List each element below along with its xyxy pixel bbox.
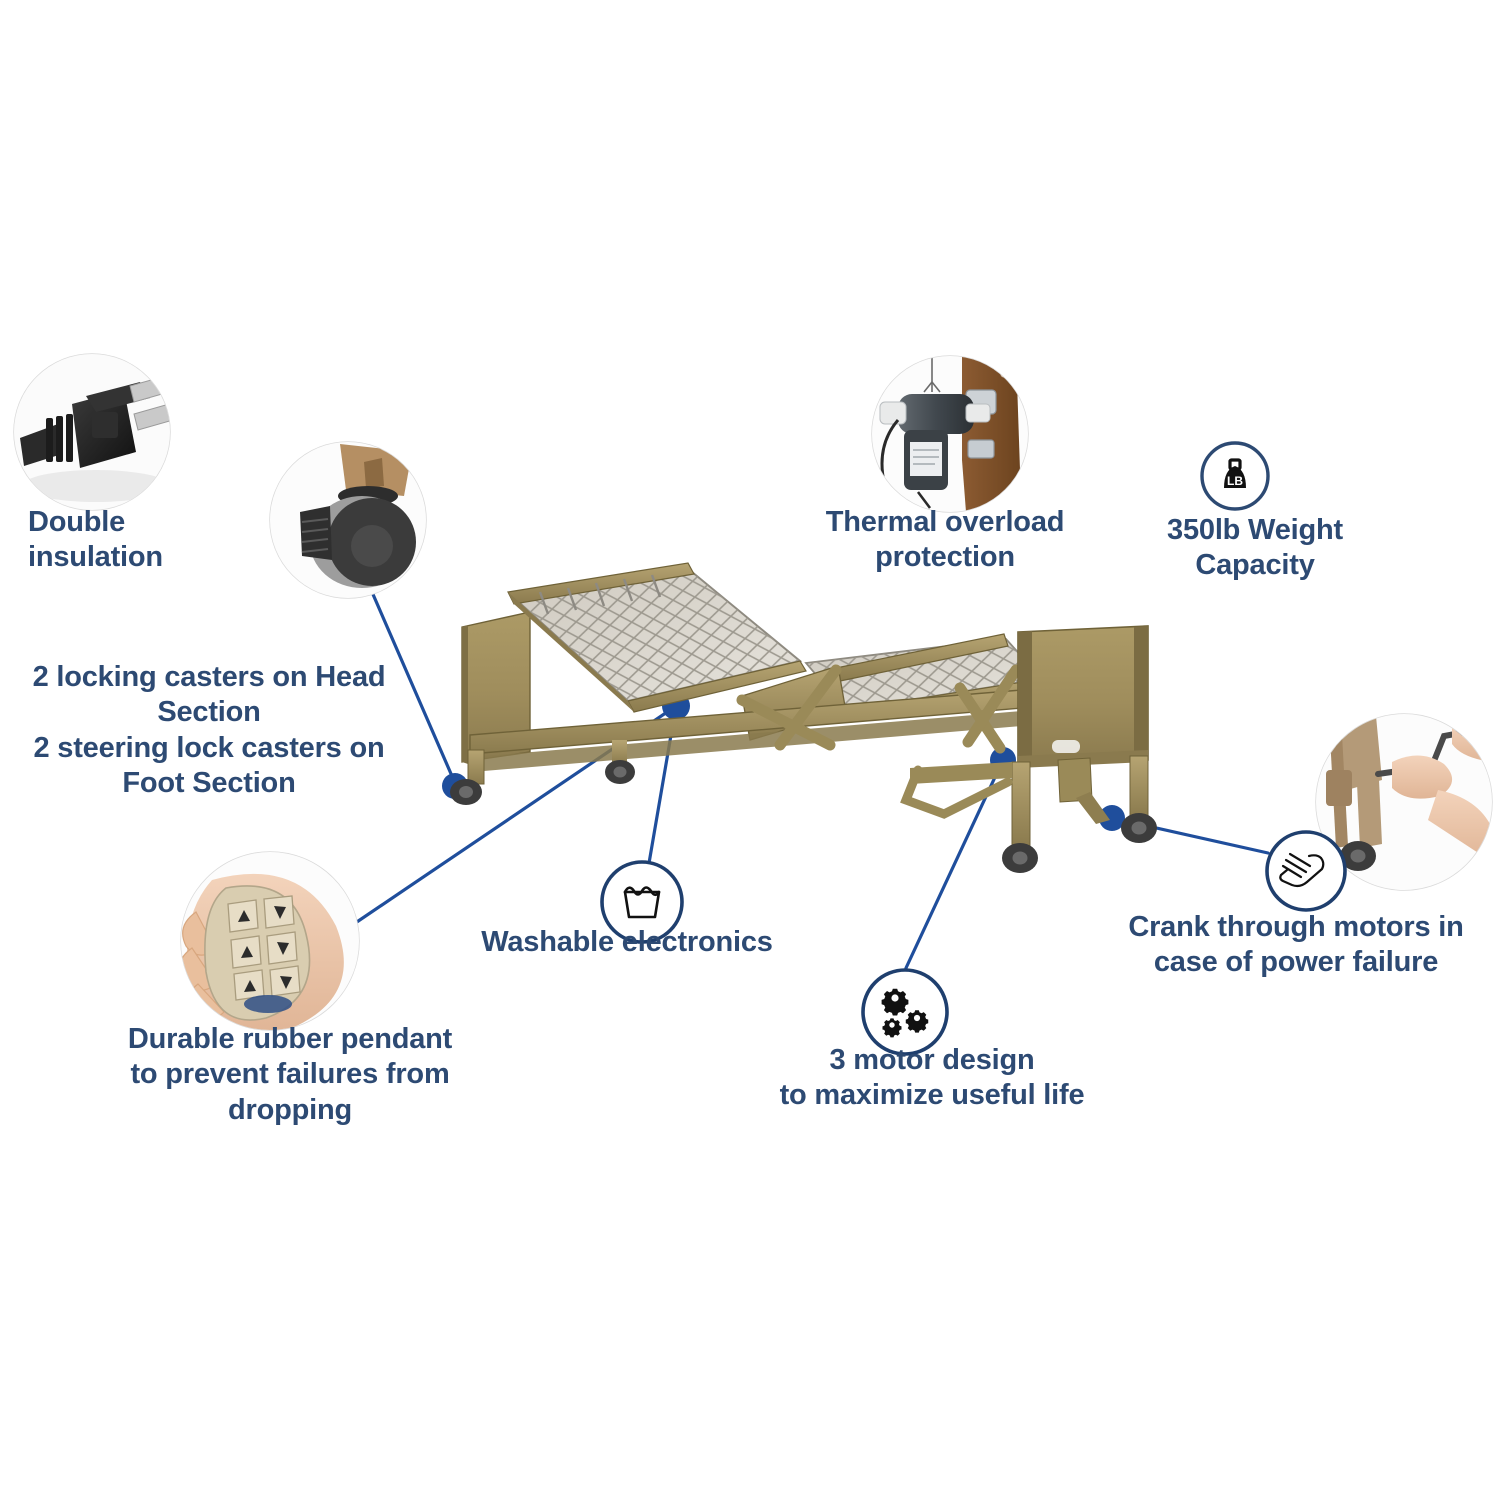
label-weight-capacity: 350lb Weight Capacity bbox=[1167, 514, 1343, 582]
label-crank: Crank through motors in case of power fa… bbox=[1128, 911, 1464, 979]
bed-head-leg-assembly bbox=[450, 740, 635, 805]
hospital-bed-illustration bbox=[450, 562, 1157, 873]
bed-lift-linkage bbox=[736, 664, 1022, 754]
label-thermal-overload: Thermal overload protection bbox=[825, 506, 1065, 574]
power-plug-photo bbox=[13, 353, 171, 511]
bed-foot-leg-assembly bbox=[900, 755, 1157, 873]
label-three-motor: 3 motor design to maximize useful life bbox=[779, 1044, 1085, 1112]
motor-thermal-photo bbox=[871, 355, 1029, 513]
caster-wheel-photo bbox=[269, 441, 427, 599]
connector-casters bbox=[370, 590, 457, 785]
bed-foot-panel bbox=[1017, 625, 1149, 768]
dot-crank bbox=[1099, 805, 1125, 831]
label-casters: 2 locking casters on Head Section 2 stee… bbox=[32, 661, 386, 800]
svg-text:LB: LB bbox=[1227, 474, 1243, 488]
bed-head-deck bbox=[507, 562, 807, 713]
weight-lb-icon: LB bbox=[1200, 441, 1270, 511]
label-double-insulation: Double insulation bbox=[28, 506, 163, 574]
hand-crank-icon bbox=[1265, 830, 1347, 912]
gears-icon bbox=[861, 968, 949, 1056]
label-washable: Washable electronics bbox=[481, 926, 773, 958]
label-pendant: Durable rubber pendant to prevent failur… bbox=[127, 1023, 453, 1126]
brand-badge bbox=[1052, 740, 1080, 753]
bed-head-panel bbox=[461, 611, 531, 764]
hand-pendant-photo bbox=[180, 851, 360, 1031]
crank-handle-photo bbox=[1315, 713, 1493, 891]
wash-tub-icon bbox=[600, 860, 684, 944]
